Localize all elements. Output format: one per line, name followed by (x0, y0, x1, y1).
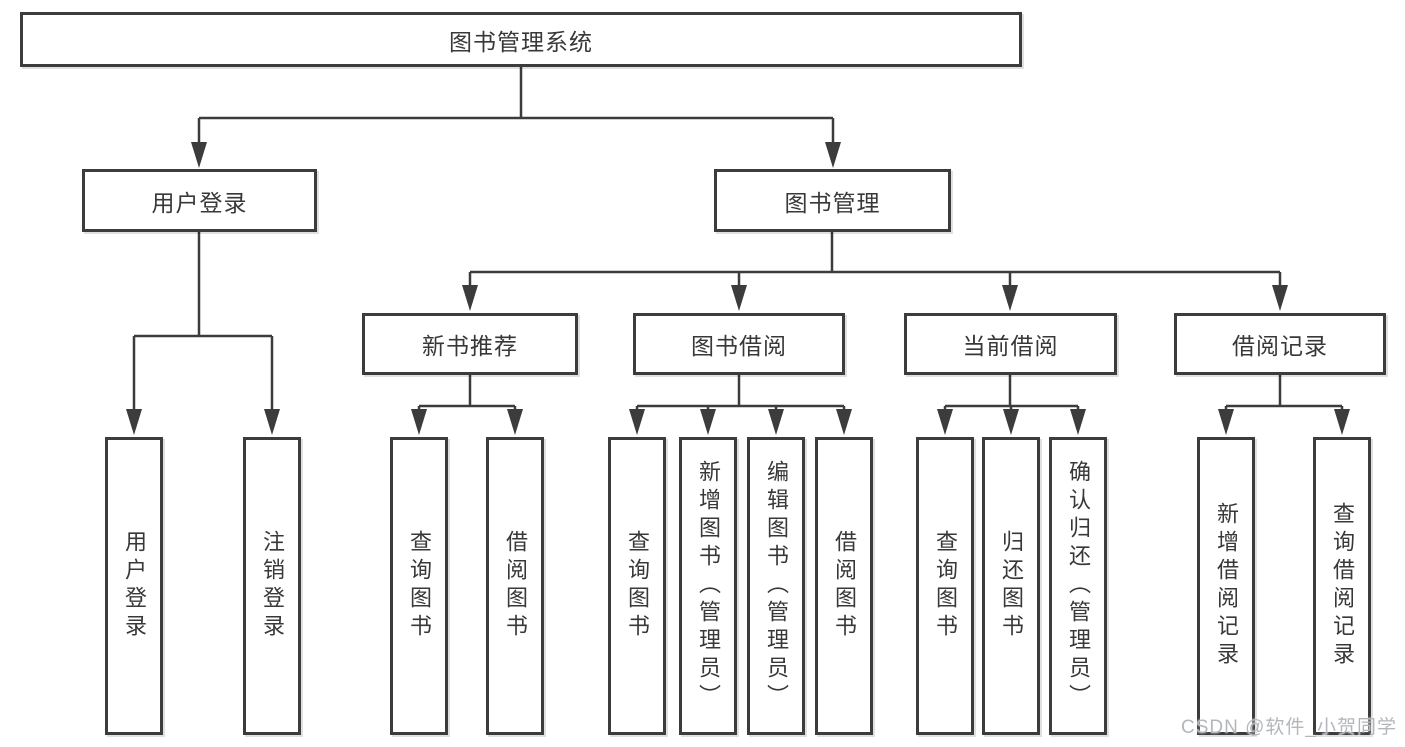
leaf-add-borrow-record: 新增借阅记录 (1197, 437, 1255, 735)
node-root-system-label: 图书管理系统 (449, 28, 593, 55)
leaf-return-books-label: 归还图书 (999, 530, 1024, 642)
leaf-add-book-admin-label: 新增图书（管理员） (696, 460, 721, 712)
leaf-newbook-borrow-books-label: 借阅图书 (503, 530, 528, 642)
csdn-watermark: CSDN @软件_小贺同学 (1181, 717, 1397, 738)
connector-borrow-to-leaves (629, 375, 852, 435)
leaf-logout-label: 注销登录 (260, 530, 285, 642)
node-new-book-recommend-label: 新书推荐 (422, 333, 518, 359)
connector-userlogin-to-leaves (126, 232, 280, 435)
node-book-borrow: 图书借阅 (633, 313, 845, 375)
leaf-add-borrow-record-label: 新增借阅记录 (1214, 502, 1239, 670)
connector-records-to-leaves (1218, 375, 1350, 435)
leaf-confirm-return-admin: 确认归还（管理员） (1049, 437, 1107, 735)
node-current-borrow: 当前借阅 (904, 313, 1117, 375)
node-book-borrow-label: 图书借阅 (691, 333, 787, 359)
leaf-edit-book-admin-label: 编辑图书（管理员） (764, 460, 789, 712)
node-borrow-records-label: 借阅记录 (1232, 333, 1328, 359)
leaf-edit-book-admin: 编辑图书（管理员） (747, 437, 805, 735)
node-user-login-label: 用户登录 (151, 189, 248, 216)
leaf-query-borrow-record-label: 查询借阅记录 (1330, 502, 1355, 670)
connector-newbook-to-leaves (411, 375, 523, 435)
connector-current-to-leaves (937, 375, 1086, 435)
leaf-confirm-return-admin-label: 确认归还（管理员） (1066, 460, 1091, 712)
leaf-query-borrow-record: 查询借阅记录 (1313, 437, 1371, 735)
node-borrow-records: 借阅记录 (1174, 313, 1386, 375)
leaf-newbook-query-books-label: 查询图书 (407, 530, 432, 642)
leaf-borrow-query-books-label: 查询图书 (625, 530, 650, 642)
leaf-newbook-query-books: 查询图书 (390, 437, 448, 735)
leaf-current-query-books: 查询图书 (916, 437, 974, 735)
leaf-newbook-borrow-books: 借阅图书 (486, 437, 544, 735)
node-root-system: 图书管理系统 (20, 12, 1022, 67)
leaf-logout: 注销登录 (243, 437, 301, 735)
leaf-return-books: 归还图书 (982, 437, 1040, 735)
leaf-borrow-query-books: 查询图书 (608, 437, 666, 735)
node-current-borrow-label: 当前借阅 (962, 333, 1059, 359)
node-book-management-label: 图书管理 (784, 189, 881, 216)
connector-root-to-level2 (191, 67, 841, 168)
connector-bookmgmt-to-level3 (462, 232, 1288, 311)
node-book-management: 图书管理 (714, 169, 951, 232)
leaf-borrow-books: 借阅图书 (815, 437, 873, 735)
node-new-book-recommend: 新书推荐 (362, 313, 578, 375)
leaf-current-query-books-label: 查询图书 (933, 530, 958, 642)
leaf-add-book-admin: 新增图书（管理员） (679, 437, 737, 735)
leaf-user-login-label: 用户登录 (122, 530, 147, 642)
leaf-user-login: 用户登录 (105, 437, 163, 735)
node-user-login: 用户登录 (82, 169, 317, 232)
leaf-borrow-books-label: 借阅图书 (832, 530, 857, 642)
